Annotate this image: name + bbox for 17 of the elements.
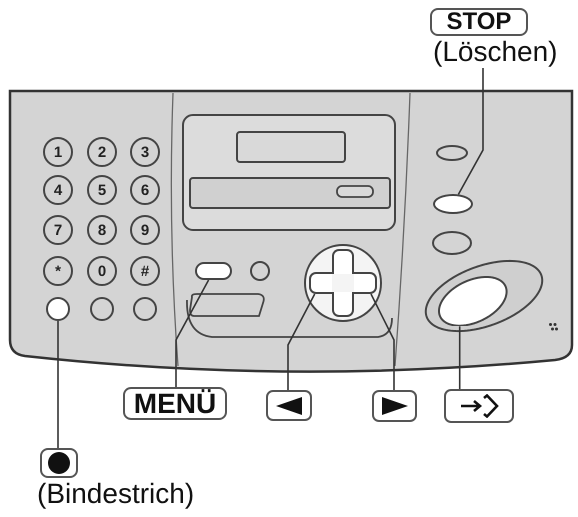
leader-line xyxy=(175,280,210,387)
oval-button xyxy=(438,276,508,326)
callout-text: (Bindestrich) xyxy=(37,478,194,510)
leader-line xyxy=(458,68,484,195)
leader-line xyxy=(287,294,316,390)
key-cap xyxy=(444,389,514,423)
key-label: STOP xyxy=(430,8,528,36)
key-cap xyxy=(266,390,312,421)
right-navigation-key xyxy=(354,272,377,294)
leader-line xyxy=(370,294,395,390)
leader-line xyxy=(458,326,460,389)
callout-text: (Löschen) xyxy=(433,36,558,68)
left-navigation-key xyxy=(309,272,332,294)
leader-line xyxy=(57,321,59,448)
key-cap xyxy=(372,390,417,422)
pill-button xyxy=(195,262,232,280)
key-label: MENÜ xyxy=(123,387,227,420)
